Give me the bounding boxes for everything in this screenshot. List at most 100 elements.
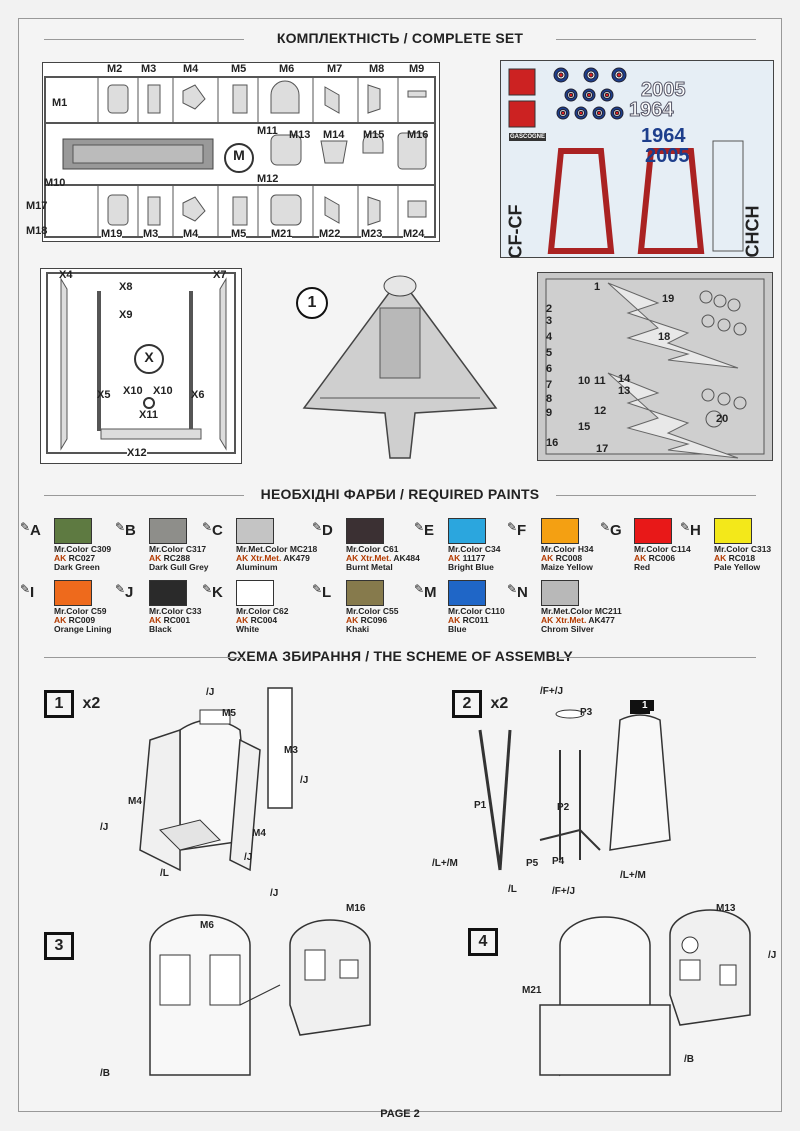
paint-ak-number: RC018 bbox=[726, 553, 756, 563]
paint-ak-brand: AK bbox=[541, 553, 554, 563]
paint-ak-code: AK RC096 bbox=[346, 615, 387, 625]
paint-letter: F bbox=[517, 522, 527, 539]
step-2-drawing bbox=[478, 700, 671, 871]
sprue-label-m4: M4 bbox=[183, 63, 199, 75]
paint-ak-number: RC004 bbox=[248, 615, 278, 625]
paint-ak-number: AK477 bbox=[586, 615, 615, 625]
step-2-label-p3: P3 bbox=[580, 707, 593, 718]
paint-mrcolor-code: Mr.Color H34 bbox=[541, 544, 594, 554]
sprue-x-badge: X bbox=[144, 349, 154, 365]
step-1-label-m5: M5 bbox=[222, 708, 236, 719]
paint-ak-number: RC288 bbox=[161, 553, 191, 563]
decal-year-2: 1964 bbox=[629, 99, 674, 122]
paint-color-name: Pale Yellow bbox=[714, 562, 761, 572]
decal-year-1: 2005 bbox=[641, 79, 686, 102]
sprue-label-m12: M12 bbox=[257, 173, 279, 185]
step-4-drawing bbox=[539, 909, 751, 1077]
step-3-label-b: /B bbox=[100, 1068, 110, 1079]
sprue-label-m23: M23 bbox=[361, 228, 383, 240]
paint-color-name: Maize Yellow bbox=[541, 562, 593, 572]
sprue-label-m18: M18 bbox=[26, 225, 48, 237]
paint-ak-brand: AK bbox=[346, 615, 359, 625]
paint-letter: D bbox=[322, 522, 333, 539]
pe-number-4: 4 bbox=[546, 331, 553, 343]
step-2-header: 2 x2 bbox=[452, 690, 508, 718]
sprue-label-x11: X11 bbox=[139, 409, 158, 421]
paint-ak-number: RC001 bbox=[161, 615, 191, 625]
step-2-label-l: /L bbox=[508, 884, 517, 895]
paint-ak-code: AK Xtr.Met. AK479 bbox=[236, 553, 310, 563]
paint-color-name: Red bbox=[634, 562, 651, 572]
step-2-label-fj-top: /F+/J bbox=[540, 686, 564, 697]
step-2-label-p2: P2 bbox=[557, 802, 570, 813]
paint-ak-brand: AK bbox=[54, 553, 67, 563]
step-1-label-j-bottom: /J bbox=[244, 852, 253, 863]
sprue-m-panel: M M2 M3 M4 M5 M6 M7 M8 M9 M11 M13 M14 M1… bbox=[42, 62, 440, 242]
paint-ak-code: AK RC009 bbox=[54, 615, 95, 625]
paint-color-name: Khaki bbox=[346, 624, 370, 634]
sprue-label-m3: M3 bbox=[141, 63, 157, 75]
section-title-required-paints: НЕОБХІДНІ ФАРБИ / REQUIRED PAINTS bbox=[18, 486, 782, 502]
paint-brush-icon: ✎ bbox=[20, 582, 31, 596]
sprue-label-m4b: M4 bbox=[183, 228, 199, 240]
step-2-label-lm-left: /L+/M bbox=[432, 858, 458, 869]
step-1-label-m4-right: M4 bbox=[252, 828, 266, 839]
pe-number-16: 16 bbox=[546, 437, 559, 449]
step-4-label-m21: M21 bbox=[522, 985, 542, 996]
paint-brush-icon: ✎ bbox=[202, 520, 213, 534]
paint-brush-icon: ✎ bbox=[414, 520, 425, 534]
paint-brush-icon: ✎ bbox=[600, 520, 611, 534]
step-1-drawing bbox=[139, 687, 293, 872]
paint-letter: L bbox=[322, 584, 332, 601]
paint-letter: G bbox=[610, 522, 622, 539]
sprue-label-x5: X5 bbox=[97, 389, 111, 401]
pe-sheet: 1 2 3 4 5 6 7 8 9 10 11 12 13 14 15 16 1… bbox=[537, 272, 773, 461]
sprue-label-x10a: X10 bbox=[123, 385, 143, 397]
sprue-m-badge: M bbox=[233, 147, 245, 163]
pe-number-2: 2 bbox=[546, 303, 553, 315]
paint-ak-number: RC008 bbox=[553, 553, 583, 563]
step-2-multiplier: x2 bbox=[490, 695, 509, 712]
step-1-label-m3: M3 bbox=[284, 745, 298, 756]
sprue-label-m3b: M3 bbox=[143, 228, 159, 240]
paint-ak-number: RC011 bbox=[460, 615, 489, 625]
paint-brush-icon: ✎ bbox=[507, 520, 518, 534]
paint-brush-icon: ✎ bbox=[312, 520, 323, 534]
sprue-m-frame bbox=[44, 76, 436, 238]
paint-ak-code: AK RC001 bbox=[149, 615, 190, 625]
sprue-label-m9: M9 bbox=[409, 63, 425, 75]
paint-letter: A bbox=[30, 522, 41, 539]
sprue-x-frame bbox=[46, 272, 236, 454]
paint-ak-number: RC006 bbox=[646, 553, 676, 563]
step-1-header: 1 x2 bbox=[44, 690, 100, 718]
paint-mrcolor-code: Mr.Color C313 bbox=[714, 544, 772, 554]
paint-ak-code: AK 11177 bbox=[448, 553, 485, 563]
paint-ak-brand: AK Xtr.Met. bbox=[346, 553, 392, 563]
paint-swatch bbox=[236, 580, 274, 606]
paint-swatch bbox=[448, 580, 486, 606]
sprue-label-m8: M8 bbox=[369, 63, 385, 75]
section-title-complete-set: КОМПЛЕКТНІСТЬ / COMPLETE SET bbox=[18, 30, 782, 46]
sprue-label-m13: M13 bbox=[289, 129, 311, 141]
paint-ak-code: AK Xtr.Met. AK477 bbox=[541, 615, 615, 625]
pe-number-8: 8 bbox=[546, 393, 553, 405]
step-4-label-m13: M13 bbox=[716, 903, 736, 914]
paint-swatch bbox=[448, 518, 486, 544]
sprue-label-m6: M6 bbox=[279, 63, 295, 75]
paint-ak-brand: AK bbox=[448, 615, 461, 625]
step-2-label-p1: P1 bbox=[474, 800, 487, 811]
paint-swatch bbox=[236, 518, 274, 544]
sprue-label-m5b: M5 bbox=[231, 228, 247, 240]
decal-art bbox=[508, 67, 744, 254]
step-1-multiplier: x2 bbox=[82, 695, 101, 712]
paint-swatch bbox=[54, 580, 92, 606]
sprue-label-x7: X7 bbox=[213, 269, 227, 281]
paint-mrcolor-code: Mr.Color C55 bbox=[346, 606, 399, 616]
step-1-label-j-left: /J bbox=[100, 822, 109, 833]
